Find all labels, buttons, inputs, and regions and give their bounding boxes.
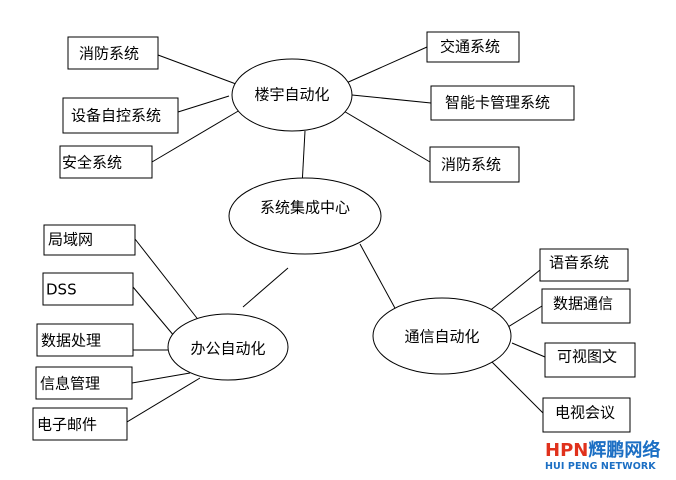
center-label: 系统集成中心 — [260, 199, 350, 217]
box-label: 智能卡管理系统 — [445, 94, 550, 112]
hub-comm: 通信自动化 — [372, 297, 512, 375]
connector-line — [151, 109, 241, 163]
connector-line — [132, 286, 181, 344]
box-comm-1: 语音系统 — [539, 248, 629, 282]
hub-office: 办公自动化 — [167, 313, 289, 381]
box-office-4: 信息管理 — [35, 366, 133, 400]
connector-line — [126, 377, 201, 423]
box-building-left-2: 设备自控系统 — [62, 97, 179, 134]
box-label: 信息管理 — [40, 375, 100, 393]
box-building-right-3: 消防系统 — [429, 146, 520, 183]
hub-label: 楼宇自动化 — [254, 86, 329, 104]
box-building-right-2: 智能卡管理系统 — [430, 85, 575, 121]
box-office-3: 数据处理 — [36, 323, 134, 357]
hpn-logo: HPN辉鹏网络 HUI PENG NETWORK — [545, 441, 670, 477]
connector-line — [507, 305, 543, 328]
hub-ellipse — [231, 58, 353, 132]
box-label: 设备自控系统 — [71, 107, 161, 125]
hub-label: 办公自动化 — [190, 340, 265, 358]
connector-line — [341, 109, 431, 163]
box-label: 消防系统 — [441, 156, 501, 174]
box-building-left-1: 消防系统 — [67, 36, 159, 70]
logo-cn: 辉鹏网络 — [588, 440, 661, 461]
box-label: 安全系统 — [62, 154, 122, 172]
center-ellipse — [228, 177, 382, 255]
center-node: 系统集成中心 — [228, 177, 382, 255]
connector-line — [157, 54, 237, 85]
hub-label: 通信自动化 — [404, 328, 479, 346]
connector-line — [486, 269, 541, 314]
box-label: 电视会议 — [555, 404, 615, 422]
connectors — [126, 46, 546, 423]
connector-line — [511, 342, 546, 358]
box-label: 可视图文 — [557, 348, 617, 366]
box-building-left-3: 安全系统 — [59, 145, 153, 179]
connector-line — [242, 267, 289, 308]
connector-line — [177, 95, 230, 113]
box-label: DSS — [46, 281, 77, 299]
hub-ellipse — [372, 297, 512, 375]
connector-line — [301, 130, 306, 187]
box-comm-2: 数据通信 — [541, 288, 631, 324]
box-label: 电子邮件 — [37, 416, 97, 434]
connector-line — [351, 94, 432, 104]
hub-ellipse — [167, 313, 289, 381]
connector-line — [359, 243, 397, 311]
logo-latin: HPN — [545, 440, 589, 461]
box-comm-4: 电视会议 — [542, 397, 631, 433]
hub-building: 楼宇自动化 — [231, 58, 353, 132]
box-label: 数据通信 — [553, 295, 613, 313]
box-label: 语音系统 — [549, 254, 609, 272]
connector-line — [343, 46, 428, 85]
connector-line — [131, 372, 191, 384]
box-office-2: DSS — [42, 272, 134, 306]
box-label: 局域网 — [48, 231, 93, 249]
box-office-1: 局域网 — [43, 224, 136, 256]
logo-subtitle: HUI PENG NETWORK — [545, 461, 656, 472]
connector-line — [134, 238, 201, 323]
box-comm-3: 可视图文 — [544, 342, 636, 378]
box-office-5: 电子邮件 — [32, 407, 128, 441]
connector-line — [489, 359, 544, 414]
box-label: 数据处理 — [41, 332, 101, 350]
box-label: 消防系统 — [79, 45, 139, 63]
logo-title: HPN辉鹏网络 — [545, 441, 670, 461]
box-label: 交通系统 — [440, 38, 500, 56]
box-building-right-1: 交通系统 — [426, 31, 520, 63]
